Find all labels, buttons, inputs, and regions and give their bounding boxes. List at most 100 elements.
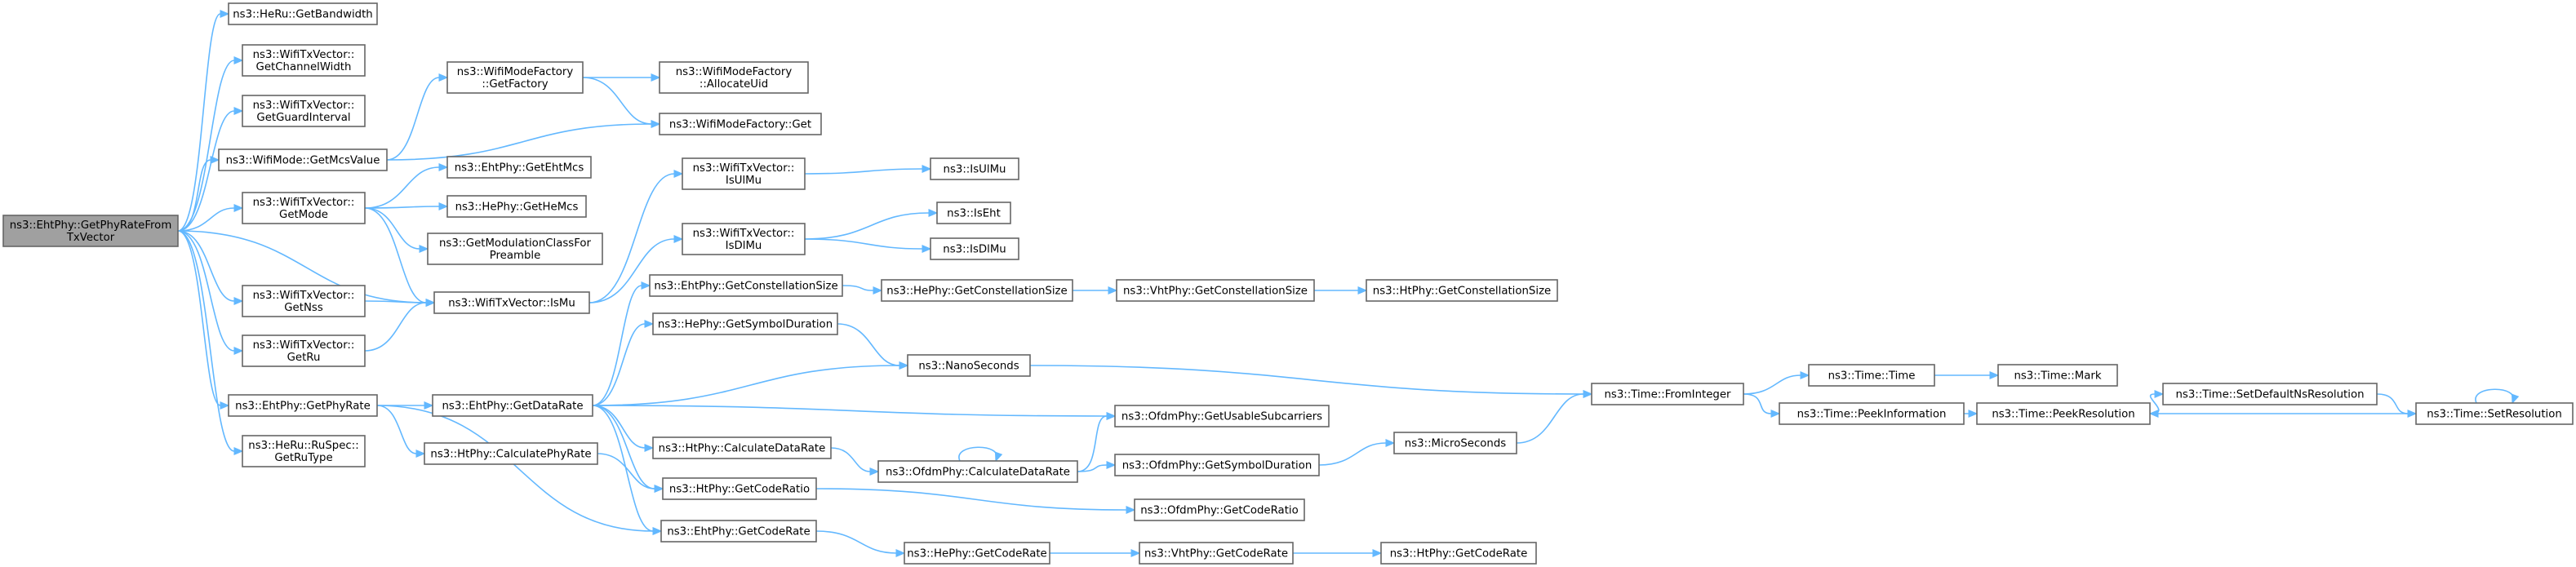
edge-hephy_getsymbolduration-to-nanoseconds xyxy=(837,323,909,370)
node-box xyxy=(1808,364,1935,387)
node-microseconds[interactable]: ns3::MicroSeconds xyxy=(1393,432,1517,454)
node-box xyxy=(682,157,806,190)
node-box xyxy=(218,148,388,171)
node-label: ns3::OfdmPhy::GetSymbolDuration xyxy=(1122,460,1312,472)
node-heruspec_getrutype[interactable]: ns3::HeRu::RuSpec::GetRuType xyxy=(242,435,366,467)
node-wifimode_getmcsvalue[interactable]: ns3::WifiMode::GetMcsValue xyxy=(218,148,388,171)
node-ofdm_getusablesubcarriers[interactable]: ns3::OfdmPhy::GetUsableSubcarriers xyxy=(1114,405,1330,427)
node-label: ns3::VhtPhy::GetConstellationSize xyxy=(1123,286,1308,298)
node-label: ns3::OfdmPhy::GetUsableSubcarriers xyxy=(1121,411,1322,423)
node-time_setdefaultnsresolution[interactable]: ns3::Time::SetDefaultNsResolution xyxy=(2162,383,2378,405)
edge-hephy_getconstellationsize-to-vhtphy_getconstellationsize xyxy=(1073,286,1118,295)
edge-root-to-heruspec_getrutype xyxy=(177,230,244,455)
node-nanoseconds[interactable]: ns3::NanoSeconds xyxy=(907,354,1031,377)
edge-wifimode_getmcsvalue-to-wmf_getfactory xyxy=(386,73,449,161)
node-label: ns3::HtPhy::GetConstellationSize xyxy=(1373,286,1551,298)
node-time_peekinformation[interactable]: ns3::Time::PeekInformation xyxy=(1779,402,1965,425)
node-label: ns3::HePhy::GetHeMcs xyxy=(455,202,579,214)
node-label: ns3::HeRu::RuSpec:: xyxy=(248,440,358,452)
node-label: ns3::WifiTxVector:: xyxy=(253,197,355,209)
node-htphy_getcoderate[interactable]: ns3::HtPhy::GetCodeRate xyxy=(1380,542,1537,565)
node-ofdm_getcoderatio[interactable]: ns3::OfdmPhy::GetCodeRatio xyxy=(1134,498,1305,521)
edge-ehtphy_getdatarate-to-ehtphy_getcoderate xyxy=(592,405,663,535)
node-ehtphy_getdatarate[interactable]: ns3::EhtPhy::GetDataRate xyxy=(432,394,593,417)
node-label: ns3::MicroSeconds xyxy=(1405,438,1506,450)
node-time_peekresolution[interactable]: ns3::Time::PeekResolution xyxy=(1976,402,2151,425)
edge-root-to-txv_getnss xyxy=(177,230,244,305)
node-label: ns3::HePhy::GetCodeRate xyxy=(907,548,1047,560)
node-box xyxy=(659,113,822,135)
node-ehtphy_getehtmcs[interactable]: ns3::EhtPhy::GetEhtMcs xyxy=(446,156,592,179)
node-htphy_getconstellationsize[interactable]: ns3::HtPhy::GetConstellationSize xyxy=(1366,279,1558,302)
node-vhtphy_getconstellationsize[interactable]: ns3::VhtPhy::GetConstellationSize xyxy=(1116,279,1315,302)
node-time_time[interactable]: ns3::Time::Time xyxy=(1808,364,1935,387)
node-txv_getmode[interactable]: ns3::WifiTxVector::GetMode xyxy=(242,192,366,224)
edge-root-to-wifimode_getmcsvalue xyxy=(177,156,220,232)
edge-ehtphy_getdatarate-to-nanoseconds xyxy=(592,361,909,406)
node-label: ns3::IsEht xyxy=(947,208,1001,220)
node-box xyxy=(907,354,1031,377)
node-box xyxy=(446,61,584,94)
node-txv_getnss[interactable]: ns3::WifiTxVector::GetNss xyxy=(242,285,366,317)
node-box xyxy=(1114,405,1330,427)
node-txv_getchannelwidth[interactable]: ns3::WifiTxVector::GetChannelWidth xyxy=(242,44,366,77)
node-box xyxy=(1779,402,1965,425)
node-time_mark[interactable]: ns3::Time::Mark xyxy=(1997,364,2118,387)
edge-wifimode_getmcsvalue-to-wmf_get xyxy=(386,120,661,161)
node-isulmu[interactable]: ns3::IsUlMu xyxy=(930,157,1019,180)
node-hephy_getsymbolduration[interactable]: ns3::HePhy::GetSymbolDuration xyxy=(652,312,838,335)
node-iseht[interactable]: ns3::IsEht xyxy=(936,202,1011,224)
node-box xyxy=(242,192,366,224)
edge-time_setresolution-to-time_setresolution xyxy=(2475,388,2520,405)
node-wmf_get[interactable]: ns3::WifiModeFactory::Get xyxy=(659,113,822,135)
node-ofdm_getsymbolduration[interactable]: ns3::OfdmPhy::GetSymbolDuration xyxy=(1114,454,1320,476)
node-label: ns3::WifiModeFactory::Get xyxy=(669,119,811,131)
node-ehtphy_getconstellationsize[interactable]: ns3::EhtPhy::GetConstellationSize xyxy=(649,274,843,297)
node-htphy_calculatephyrate[interactable]: ns3::HtPhy::CalculatePhyRate xyxy=(424,442,598,465)
node-label: ns3::WifiTxVector:: xyxy=(253,339,355,352)
node-htphy_getcoderatio[interactable]: ns3::HtPhy::GetCodeRatio xyxy=(662,477,817,500)
node-hephy_gethemcs[interactable]: ns3::HePhy::GetHeMcs xyxy=(446,195,587,218)
node-label: ::GetFactory xyxy=(482,78,548,91)
node-time_setresolution[interactable]: ns3::Time::SetResolution xyxy=(2415,402,2574,425)
node-htphy_calculatedatarate[interactable]: ns3::HtPhy::CalculateDataRate xyxy=(652,436,832,459)
node-txv_getru[interactable]: ns3::WifiTxVector::GetRu xyxy=(242,334,366,367)
node-ofdm_calculatedatarate[interactable]: ns3::OfdmPhy::CalculateDataRate xyxy=(877,460,1078,483)
node-vhtphy_getcoderate[interactable]: ns3::VhtPhy::GetCodeRate xyxy=(1139,542,1294,565)
node-txv_ismu[interactable]: ns3::WifiTxVector::IsMu xyxy=(433,291,590,314)
node-box xyxy=(1116,279,1315,302)
node-ehtphy_getcoderate[interactable]: ns3::EhtPhy::GetCodeRate xyxy=(660,520,817,543)
node-label: Preamble xyxy=(490,250,541,262)
node-time_frominteger[interactable]: ns3::Time::FromInteger xyxy=(1591,383,1744,405)
node-box xyxy=(242,285,366,317)
node-label: ns3::Time::SetDefaultNsResolution xyxy=(2175,389,2364,401)
node-wmf_getfactory[interactable]: ns3::WifiModeFactory::GetFactory xyxy=(446,61,584,94)
node-hephy_getcoderate[interactable]: ns3::HePhy::GetCodeRate xyxy=(904,542,1050,565)
node-box xyxy=(1393,432,1517,454)
node-txv_getguardinterval[interactable]: ns3::WifiTxVector::GetGuardInterval xyxy=(242,95,366,127)
node-box xyxy=(930,237,1019,260)
node-txv_isdlmu[interactable]: ns3::WifiTxVector::IsDlMu xyxy=(682,223,806,255)
node-label: ns3::WifiTxVector:: xyxy=(253,49,355,61)
edge-time_peekinformation-to-time_peekresolution xyxy=(1963,410,1979,418)
node-box xyxy=(682,223,806,255)
edge-hephy_getcoderate-to-vhtphy_getcoderate xyxy=(1050,549,1141,557)
node-box xyxy=(446,195,587,218)
edge-root-to-txv_getru xyxy=(177,230,244,355)
node-label: ns3::Time::FromInteger xyxy=(1604,389,1731,401)
node-txv_isulmu[interactable]: ns3::WifiTxVector::IsUlMu xyxy=(682,157,806,190)
node-heru_getbandwidth[interactable]: ns3::HeRu::GetBandwidth xyxy=(228,2,378,25)
node-hephy_getconstellationsize[interactable]: ns3::HePhy::GetConstellationSize xyxy=(881,279,1073,302)
node-box xyxy=(1139,542,1294,565)
node-ehtphy_getphyrate[interactable]: ns3::EhtPhy::GetPhyRate xyxy=(228,394,378,417)
edge-nanoseconds-to-time_frominteger xyxy=(1029,365,1593,398)
node-label: ns3::EhtPhy::GetPhyRateFrom xyxy=(10,219,172,232)
node-wmf_allocateuid[interactable]: ns3::WifiModeFactory::AllocateUid xyxy=(659,61,809,94)
node-box xyxy=(904,542,1050,565)
edge-root-to-txv_getmode xyxy=(177,204,244,232)
node-isdlmu[interactable]: ns3::IsDlMu xyxy=(930,237,1019,260)
edge-ehtphy_getdatarate-to-hephy_getsymbolduration xyxy=(592,320,655,406)
